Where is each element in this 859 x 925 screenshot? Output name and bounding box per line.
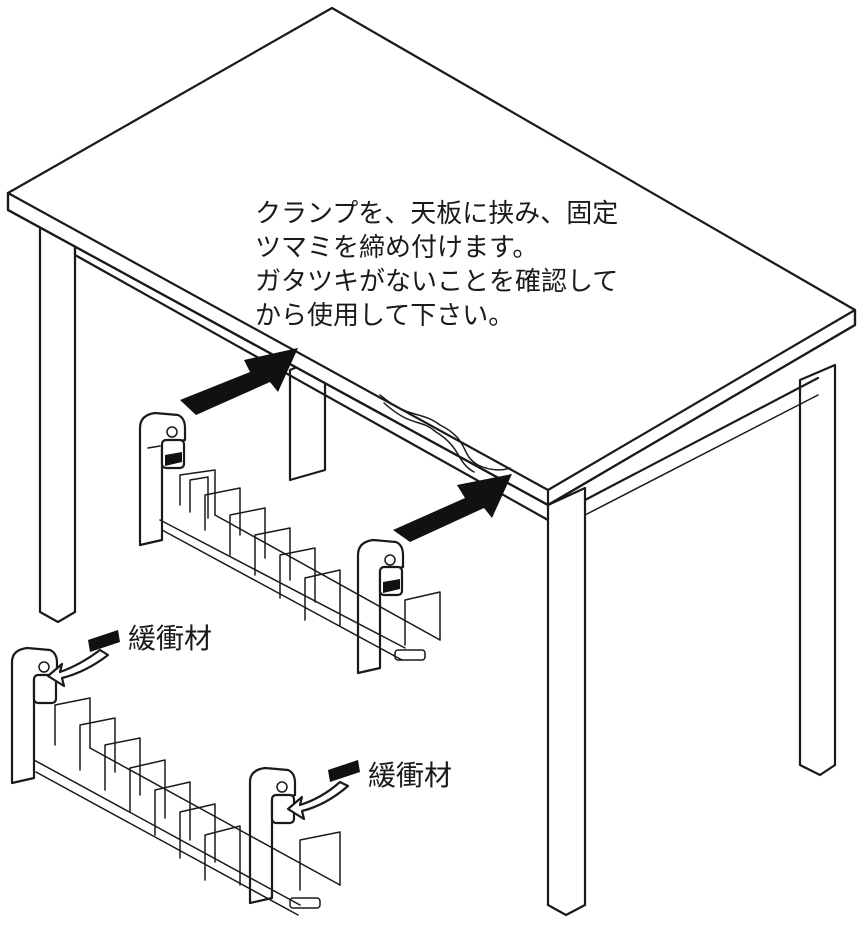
mount-arrows [180, 348, 512, 542]
instruction-line-4: から使用して下さい。 [255, 301, 514, 331]
tray-rungs-lower [33, 697, 341, 916]
pad-label-upper: 緩衝材 [128, 622, 212, 655]
cushion-pad-icon [328, 760, 360, 782]
curved-arrow-icon [286, 780, 350, 821]
cable [379, 394, 511, 471]
curved-arrow-icon [46, 648, 110, 688]
cable-edge [383, 402, 475, 473]
desk-apron-right [583, 376, 820, 502]
instruction-line-2: ツマミを締め付けます。 [255, 233, 538, 263]
desk-top-thickness-right [546, 308, 857, 507]
desk-leg-front-right [546, 486, 587, 917]
cable-tray-lower [10, 646, 341, 916]
arrow-icon [393, 474, 512, 542]
clamp-right-lower [248, 766, 321, 909]
clamp-left-lower [10, 646, 59, 785]
instruction-line-1: クランプを、天板に挟み、固定 [255, 199, 618, 229]
cushion-callout-upper: 緩衝材 [46, 622, 212, 688]
instruction-line-3: ガタツキがないことを確認して [255, 267, 618, 297]
instruction-text: クランプを、天板に挟み、固定 ツマミを締め付けます。 ガタツキがないことを確認し… [255, 199, 618, 331]
desk-leg-front-left [38, 218, 77, 624]
desk-leg-back-right [798, 363, 837, 777]
desk [6, 6, 857, 917]
cable-tray-upper [138, 411, 441, 675]
clamp-right [356, 538, 426, 675]
clamp-left [138, 411, 187, 547]
cushion-callout-lower: 緩衝材 [286, 759, 452, 821]
tray-rungs-upper [159, 469, 441, 661]
pad-label-lower: 緩衝材 [368, 759, 452, 792]
desk-apron-right-lower [584, 394, 819, 516]
cushion-pad-icon [88, 630, 120, 652]
arrow-icon [180, 348, 298, 415]
